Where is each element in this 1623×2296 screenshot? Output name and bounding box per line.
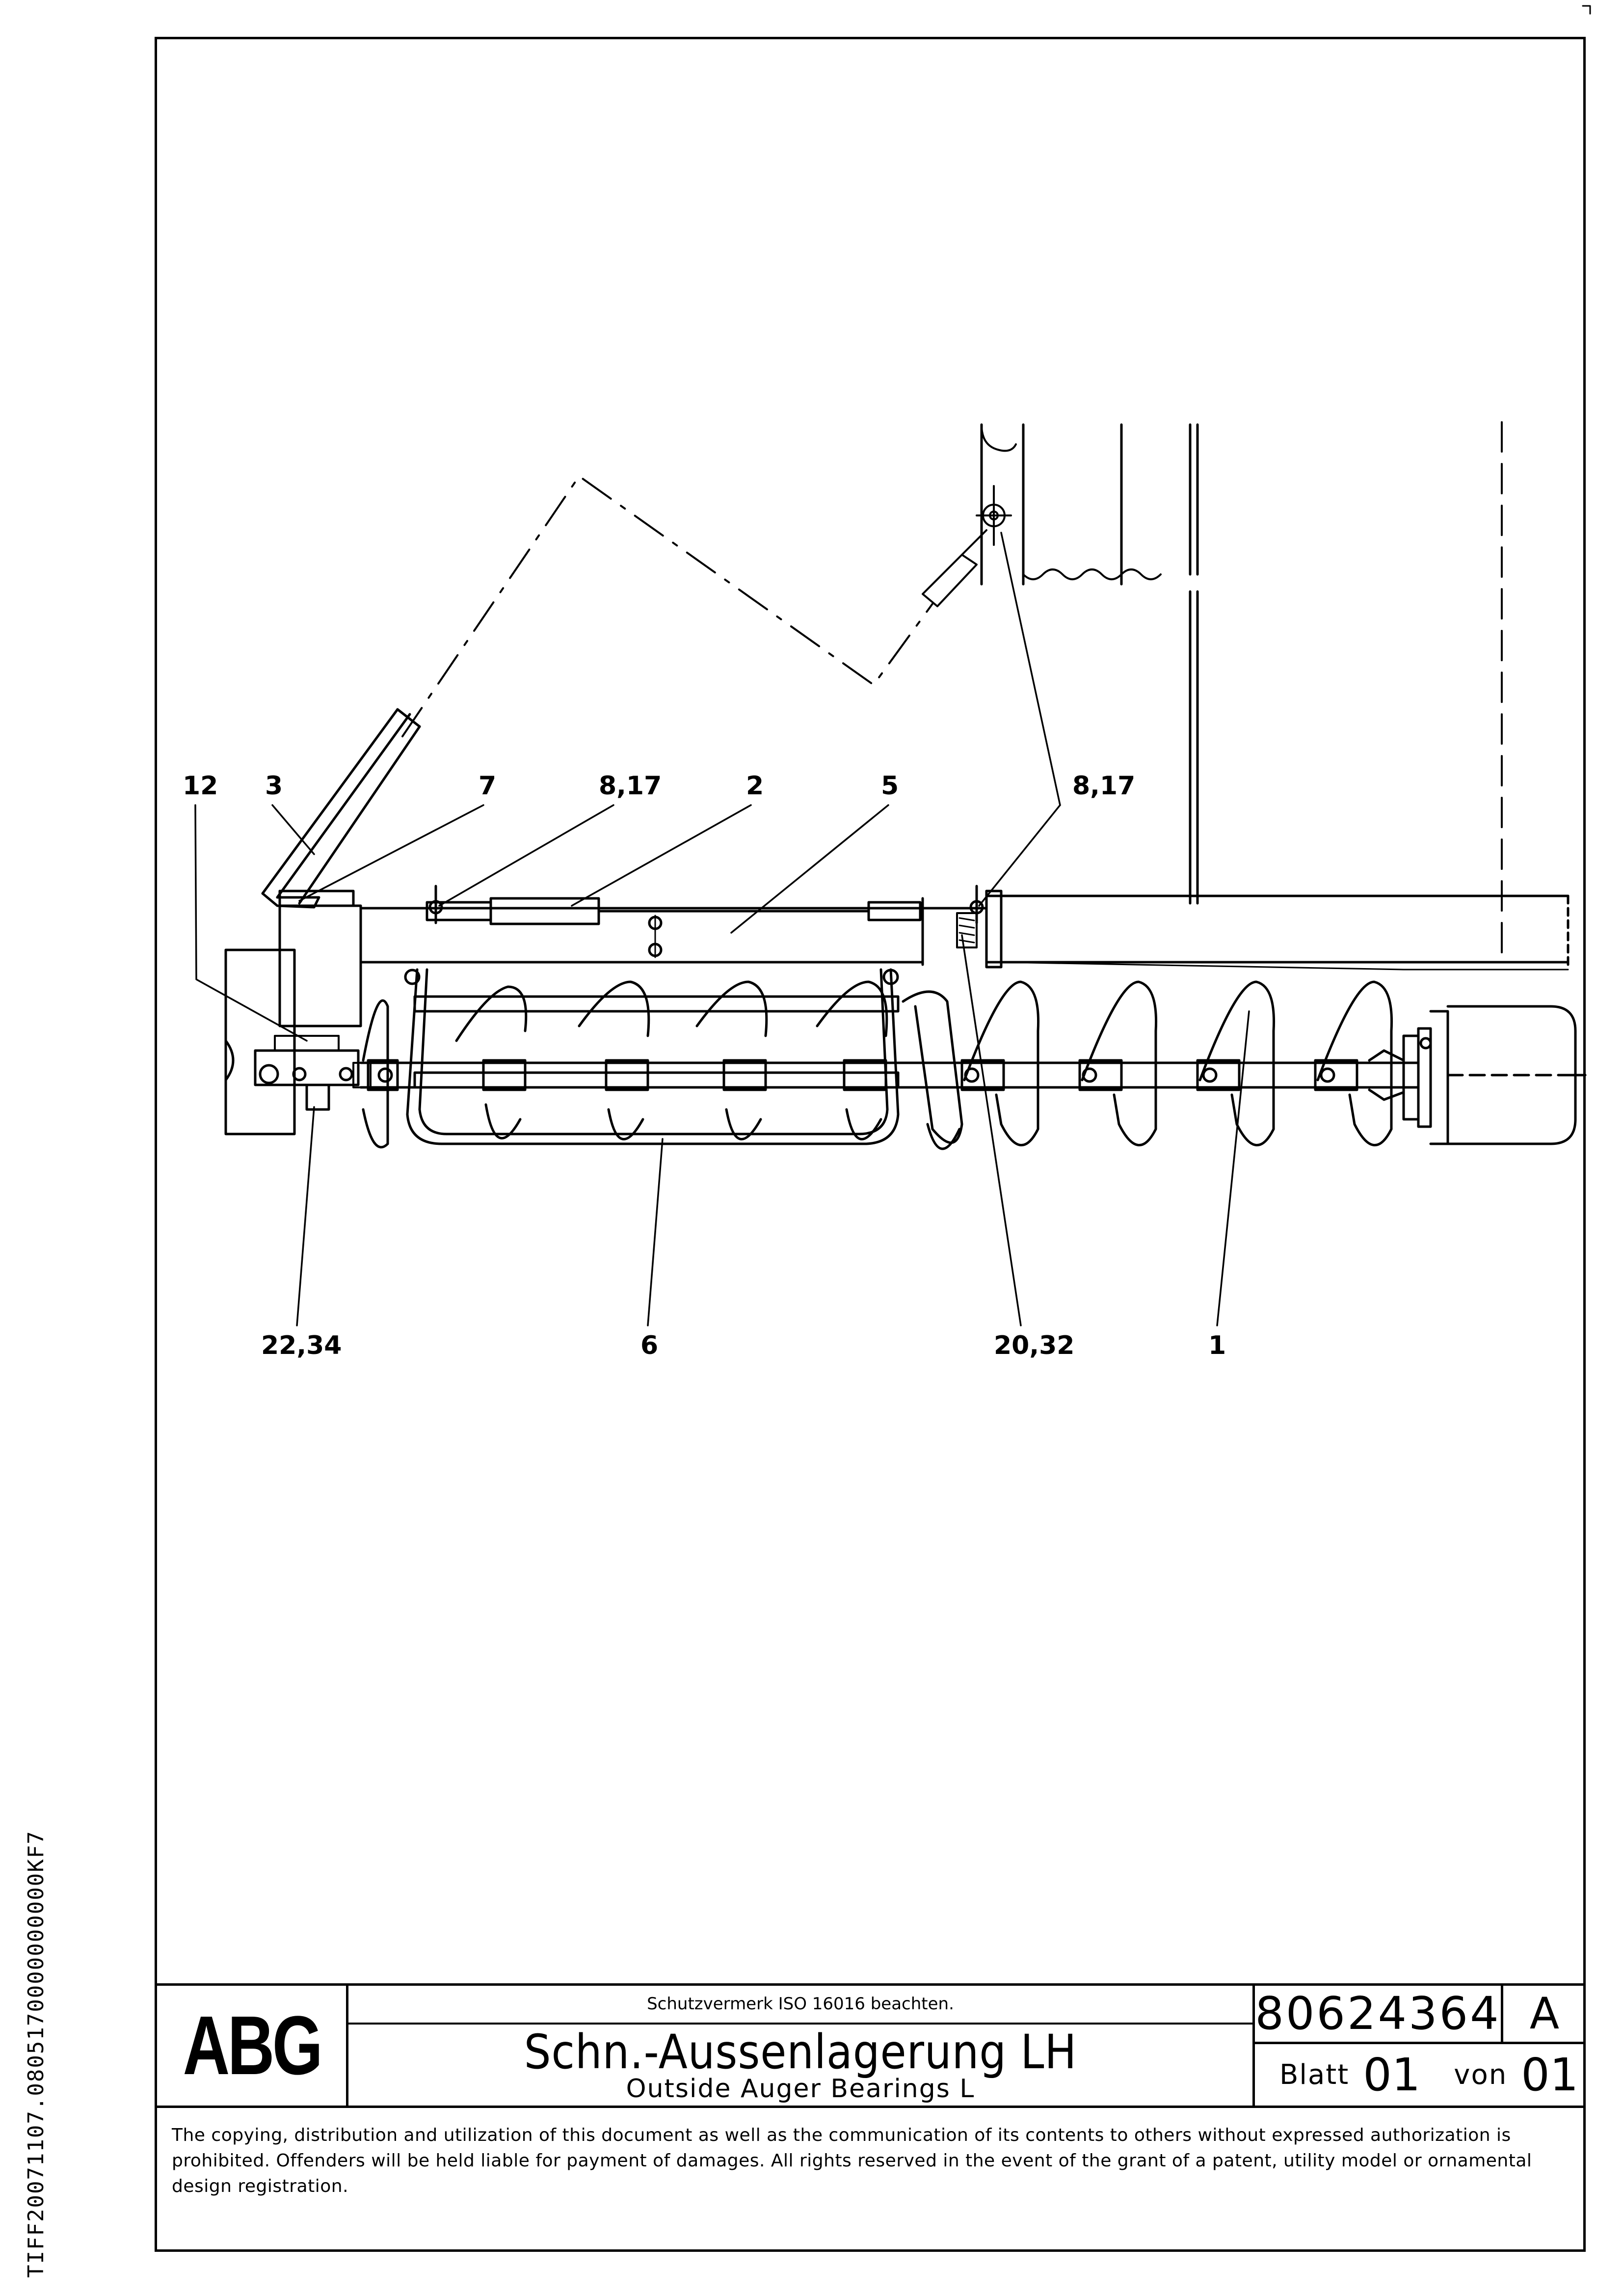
auger-flights bbox=[362, 980, 1393, 1150]
callout-20-32: 20,32 bbox=[994, 1331, 1075, 1360]
protection-note: Schutzvermerk ISO 16016 beachten. bbox=[348, 1985, 1252, 2025]
leader-lines bbox=[194, 532, 1250, 1326]
sheet-total: 01 bbox=[1521, 2049, 1579, 2101]
callout-7: 7 bbox=[479, 771, 497, 801]
callout-22-34: 22,34 bbox=[261, 1331, 342, 1360]
revision-letter: A bbox=[1501, 1985, 1586, 2044]
of-label: von bbox=[1454, 2059, 1508, 2091]
callout-2: 2 bbox=[746, 771, 764, 801]
callout-12: 12 bbox=[183, 771, 218, 801]
support-beam bbox=[359, 885, 1570, 971]
sheet-number: 01 bbox=[1363, 2049, 1421, 2101]
callout-5: 5 bbox=[881, 771, 899, 801]
title-block-top-rule bbox=[155, 1983, 1586, 1986]
callout-3: 3 bbox=[265, 771, 283, 801]
drawing-title-english: Outside Auger Bearings L bbox=[626, 2074, 975, 2104]
callout-1: 1 bbox=[1208, 1331, 1226, 1360]
hinged-cover bbox=[261, 708, 421, 909]
auger-guard bbox=[404, 968, 900, 1145]
cover-swing-path bbox=[401, 475, 933, 737]
copyright-notice: The copying, distribution and utilizatio… bbox=[172, 2125, 1532, 2196]
abg-logo: ABG bbox=[157, 1985, 348, 2106]
logo-text: ABG bbox=[183, 1999, 322, 2092]
hopper-column bbox=[980, 421, 1503, 963]
callout-8-17-right: 8,17 bbox=[1072, 771, 1136, 801]
sheet-info: Blatt 01 von 01 bbox=[1252, 2044, 1586, 2106]
drawing-frame bbox=[155, 37, 1586, 2252]
bearing-housing bbox=[224, 890, 372, 1135]
title-block-bottom-rule bbox=[155, 2106, 1586, 2108]
corner-mark bbox=[1582, 5, 1591, 15]
callout-8-17-left: 8,17 bbox=[599, 771, 662, 801]
drawing-title-german: Schn.-Aussenlagerung LH bbox=[524, 2025, 1077, 2080]
callout-6: 6 bbox=[640, 1331, 659, 1360]
gas-strut-upper bbox=[922, 485, 1012, 607]
drive-end bbox=[1368, 1005, 1587, 1145]
sheet-label: Blatt bbox=[1279, 2059, 1350, 2091]
auger-shaft bbox=[359, 1059, 1587, 1091]
document-number: 80624364 bbox=[1252, 1985, 1501, 2044]
